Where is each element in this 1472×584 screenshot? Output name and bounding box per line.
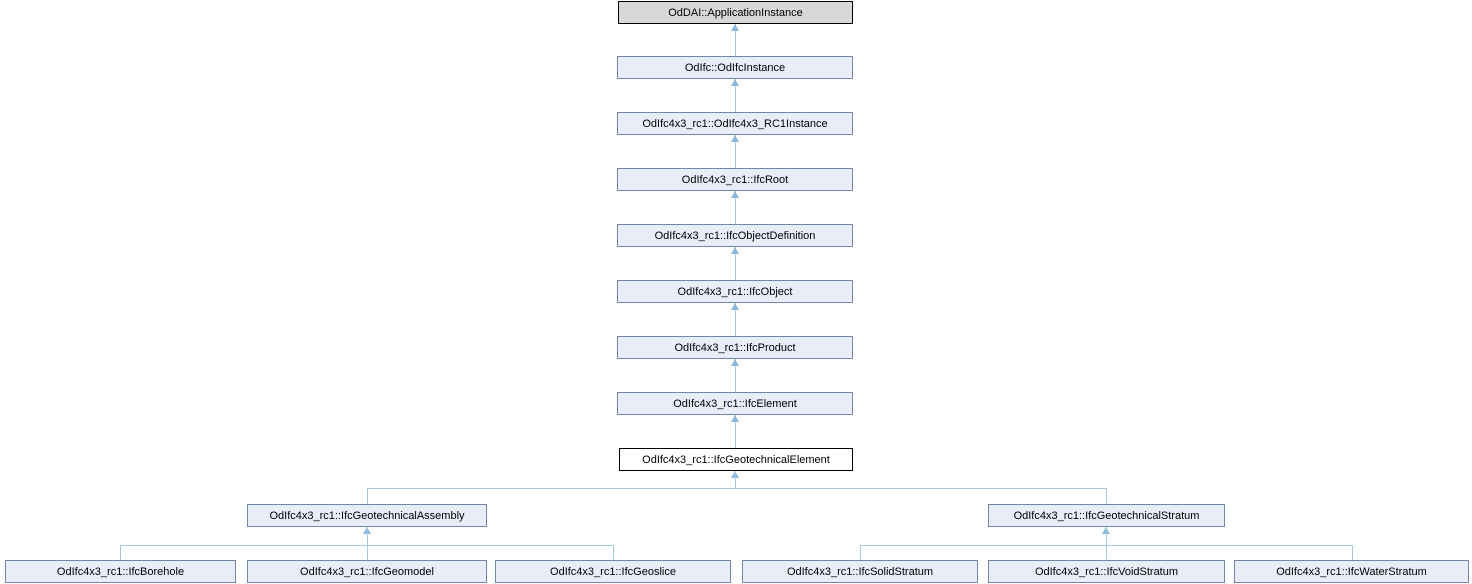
inheritance-edge [120,545,121,560]
node-ifc-geotechnical-stratum[interactable]: OdIfc4x3_rc1::IfcGeotechnicalStratum [988,504,1225,527]
node-ifc-product[interactable]: OdIfc4x3_rc1::IfcProduct [617,336,853,359]
node-ifc-void-stratum[interactable]: OdIfc4x3_rc1::IfcVoidStratum [988,560,1225,583]
inheritance-edge [735,247,736,280]
node-ifc-geotechnical-assembly[interactable]: OdIfc4x3_rc1::IfcGeotechnicalAssembly [247,504,487,527]
node-odifc-instance[interactable]: OdIfc::OdIfcInstance [617,56,853,79]
arrow-up-icon [731,415,739,422]
inheritance-edge [1352,545,1353,560]
arrow-up-icon [731,135,739,142]
arrow-up-icon [731,247,739,254]
node-ifc-object[interactable]: OdIfc4x3_rc1::IfcObject [617,280,853,303]
node-oddai-application-instance: OdDAI::ApplicationInstance [618,1,853,24]
inheritance-edge [860,545,1353,546]
inheritance-edge [613,545,614,560]
inheritance-edge [735,191,736,224]
node-ifc-water-stratum[interactable]: OdIfc4x3_rc1::IfcWaterStratum [1234,560,1469,583]
node-ifc-geoslice[interactable]: OdIfc4x3_rc1::IfcGeoslice [495,560,731,583]
inheritance-edge [860,545,861,560]
inheritance-edge [367,488,1107,489]
node-odifc4x3-rc1-instance[interactable]: OdIfc4x3_rc1::OdIfc4x3_RC1Instance [617,112,853,135]
arrow-up-icon [731,24,739,31]
node-ifc-borehole[interactable]: OdIfc4x3_rc1::IfcBorehole [5,560,236,583]
inheritance-edge [120,545,614,546]
inheritance-edge [735,135,736,168]
inheritance-edge [735,359,736,392]
node-ifc-geomodel[interactable]: OdIfc4x3_rc1::IfcGeomodel [247,560,487,583]
inheritance-edge [367,527,368,560]
inheritance-edge [367,488,368,504]
node-ifc-root[interactable]: OdIfc4x3_rc1::IfcRoot [617,168,853,191]
node-ifc-object-definition[interactable]: OdIfc4x3_rc1::IfcObjectDefinition [617,224,853,247]
inheritance-edge [1106,527,1107,560]
inheritance-edge [1106,488,1107,504]
inheritance-edge [735,415,736,448]
arrow-up-icon [731,303,739,310]
node-ifc-element[interactable]: OdIfc4x3_rc1::IfcElement [617,392,853,415]
node-ifc-solid-stratum[interactable]: OdIfc4x3_rc1::IfcSolidStratum [742,560,978,583]
node-ifc-geotechnical-element: OdIfc4x3_rc1::IfcGeotechnicalElement [619,448,853,471]
arrow-up-icon [731,359,739,366]
arrow-up-icon [731,79,739,86]
inheritance-edge [735,24,736,56]
inheritance-edge [735,79,736,112]
arrow-up-icon [731,191,739,198]
inheritance-edge [735,471,736,488]
inheritance-edge [735,303,736,336]
